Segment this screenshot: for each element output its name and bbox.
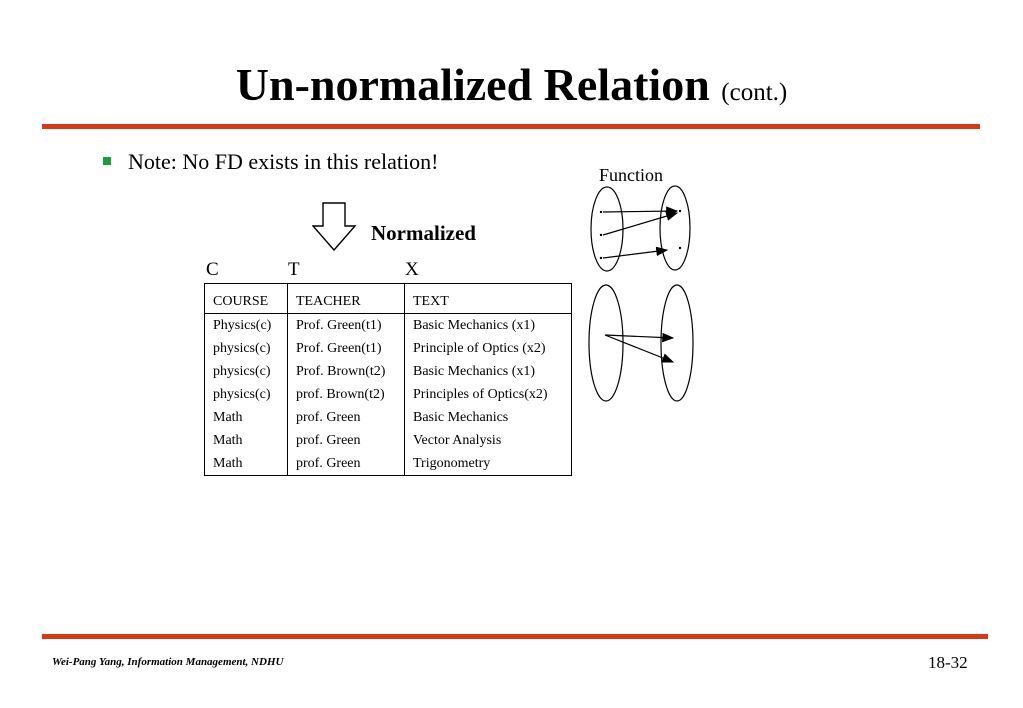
column-letter-c: C (206, 259, 219, 280)
table-row: Math prof. Green Vector Analysis (204, 429, 572, 452)
cell-teacher: prof. Green (287, 452, 405, 476)
down-arrow-icon (312, 202, 357, 252)
bullet-square-icon (103, 157, 111, 165)
table-row: physics(c) Prof. Green(t1) Principle of … (204, 337, 572, 360)
table-row: Math prof. Green Basic Mechanics (204, 406, 572, 429)
header-text: TEXT (404, 283, 572, 314)
cell-text: Basic Mechanics (x1) (413, 318, 536, 333)
table-row: physics(c) Prof. Brown(t2) Basic Mechani… (204, 360, 572, 383)
column-letter-t: T (288, 259, 300, 280)
table-header-row: COURSE TEACHER TEXT (204, 283, 572, 314)
cell-teacher: prof. Brown(t2) (287, 383, 405, 406)
footer-author: Wei-Pang Yang, Information Management, N… (52, 656, 284, 668)
title-main: Un-normalized Relation (235, 59, 710, 110)
cell-text: Basic Mechanics (x1) (413, 364, 536, 379)
cell-text: Trigonometry (413, 456, 491, 471)
table-row: physics(c) prof. Brown(t2) Principles of… (204, 383, 572, 406)
bullet-note: Note: No FD exists in this relation! (128, 149, 439, 174)
title-sub: (cont.) (721, 79, 788, 106)
cell-course: physics(c) (204, 383, 288, 406)
slide-title: Un-normalized Relation (cont.) (0, 58, 1023, 111)
cell-course: Math (204, 406, 288, 429)
cell-teacher: Prof. Green(t1) (287, 313, 405, 337)
page-number: 18-32 (928, 653, 968, 672)
cell-course: physics(c) (204, 360, 288, 383)
header-course: COURSE (204, 283, 288, 314)
normalized-label: Normalized (371, 221, 476, 245)
cell-teacher: Prof. Green(t1) (287, 337, 405, 360)
function-mapping (590, 185, 691, 272)
cell-text: Basic Mechanics (413, 410, 509, 425)
cell-course: physics(c) (204, 337, 288, 360)
column-letter-x: X (405, 259, 419, 280)
table-row: Math prof. Green Trigonometry (204, 452, 572, 476)
cell-teacher: prof. Green (287, 429, 405, 452)
cell-text: Principles of Optics(x2) (413, 387, 548, 402)
relation-table: COURSE TEACHER TEXT Physics(c) Prof. Gre… (204, 283, 572, 476)
cell-teacher: Prof. Brown(t2) (287, 360, 405, 383)
cell-course: Physics(c) (204, 313, 288, 337)
function-diagram (588, 185, 694, 402)
cell-course: Math (204, 429, 288, 452)
non-function-mapping (588, 284, 694, 402)
function-label: Function (599, 165, 664, 185)
cell-text: Vector Analysis (413, 433, 502, 448)
bottom-divider (42, 634, 988, 639)
table-row: Physics(c) Prof. Green(t1) Basic Mechani… (204, 313, 572, 337)
cell-teacher: prof. Green (287, 406, 405, 429)
header-teacher: TEACHER (287, 283, 405, 314)
cell-text: Principle of Optics (x2) (413, 341, 546, 356)
cell-course: Math (204, 452, 288, 476)
top-divider (42, 124, 980, 129)
